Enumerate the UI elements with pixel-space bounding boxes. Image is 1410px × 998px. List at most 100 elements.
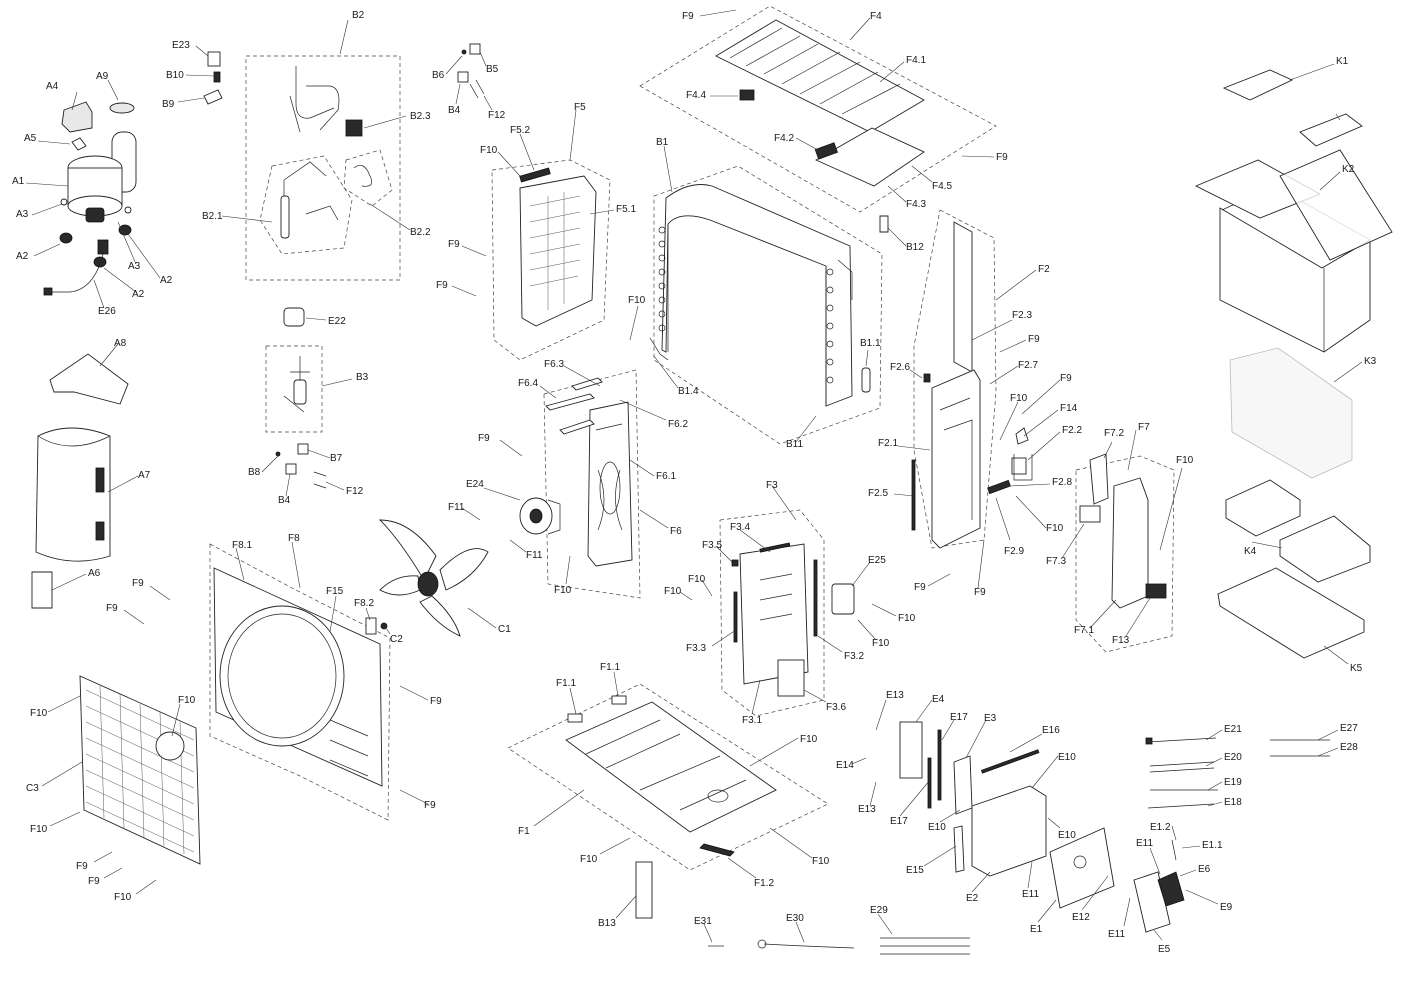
label-f1-1: F1.1 bbox=[556, 678, 576, 689]
label-e24: E24 bbox=[466, 479, 484, 490]
label-f9: F9 bbox=[106, 603, 118, 614]
label-e28: E28 bbox=[1340, 742, 1358, 753]
label-f10: F10 bbox=[1176, 455, 1194, 466]
label-f10: F10 bbox=[480, 145, 498, 156]
label-f10: F10 bbox=[898, 613, 916, 624]
k2-carton bbox=[1219, 207, 1371, 353]
label-c2: C2 bbox=[390, 634, 403, 645]
f4-top-panel bbox=[715, 19, 925, 133]
label-f10: F10 bbox=[30, 824, 48, 835]
label-a3: A3 bbox=[128, 261, 141, 272]
f5-filter-grid bbox=[529, 192, 581, 310]
label-b3: B3 bbox=[356, 372, 369, 383]
f6-partition bbox=[587, 401, 633, 567]
label-b6: B6 bbox=[432, 70, 445, 81]
label-e30: E30 bbox=[786, 913, 804, 924]
label-k4: K4 bbox=[1244, 546, 1257, 557]
label-e16: E16 bbox=[1042, 725, 1060, 736]
label-f9: F9 bbox=[996, 152, 1008, 163]
label-f2-1: F2.1 bbox=[878, 438, 898, 449]
label-k5: K5 bbox=[1350, 663, 1363, 674]
label-f2-9: F2.9 bbox=[1004, 546, 1024, 557]
label-a7: A7 bbox=[138, 470, 151, 481]
label-f2: F2 bbox=[1038, 264, 1050, 275]
label-f3-6: F3.6 bbox=[826, 702, 846, 713]
label-e20: E20 bbox=[1224, 752, 1242, 763]
label-f6-2: F6.2 bbox=[668, 419, 688, 430]
label-f7-3: F7.3 bbox=[1046, 556, 1066, 567]
label-f5-1: F5.1 bbox=[616, 204, 636, 215]
label-b2-2: B2.2 bbox=[410, 227, 431, 238]
label-f9: F9 bbox=[88, 876, 100, 887]
fan-motor-e24 bbox=[519, 497, 561, 535]
label-e29: E29 bbox=[870, 905, 888, 916]
label-f13: F13 bbox=[1112, 635, 1130, 646]
label-b12: B12 bbox=[906, 242, 924, 253]
label-f4-1: F4.1 bbox=[906, 55, 926, 66]
label-f3-3: F3.3 bbox=[686, 643, 706, 654]
label-f8-2: F8.2 bbox=[354, 598, 374, 609]
label-e4: E4 bbox=[932, 694, 945, 705]
label-f4: F4 bbox=[870, 11, 882, 22]
label-a3: A3 bbox=[16, 209, 29, 220]
label-f12: F12 bbox=[346, 486, 364, 497]
fan-grille-c3 bbox=[79, 675, 201, 865]
f2-side-panel bbox=[931, 369, 981, 549]
label-f3-2: F3.2 bbox=[844, 651, 864, 662]
label-a9: A9 bbox=[96, 71, 109, 82]
label-e1: E1 bbox=[1030, 924, 1043, 935]
label-b1-1: B1.1 bbox=[860, 338, 881, 349]
label-f14: F14 bbox=[1060, 403, 1078, 414]
label-f5-2: F5.2 bbox=[510, 125, 530, 136]
label-f8: F8 bbox=[288, 533, 300, 544]
label-e10: E10 bbox=[1058, 830, 1076, 841]
label-f4-5: F4.5 bbox=[932, 181, 952, 192]
label-f10: F10 bbox=[812, 856, 830, 867]
label-e21: E21 bbox=[1224, 724, 1242, 735]
label-e23: E23 bbox=[172, 40, 190, 51]
label-b10: B10 bbox=[166, 70, 184, 81]
label-f4-4: F4.4 bbox=[686, 90, 706, 101]
label-f10: F10 bbox=[178, 695, 196, 706]
label-f10: F10 bbox=[800, 734, 818, 745]
label-e27: E27 bbox=[1340, 723, 1358, 734]
label-b4: B4 bbox=[278, 495, 291, 506]
label-f1-2: F1.2 bbox=[754, 878, 774, 889]
label-e1-2: E1.2 bbox=[1150, 822, 1171, 833]
label-f2-3: F2.3 bbox=[1012, 310, 1032, 321]
label-e11: E11 bbox=[1022, 889, 1039, 900]
label-f4-2: F4.2 bbox=[774, 133, 794, 144]
a8-cover bbox=[49, 353, 129, 405]
label-a1: A1 bbox=[12, 176, 25, 187]
label-a2: A2 bbox=[132, 289, 145, 300]
label-e17: E17 bbox=[950, 712, 968, 723]
label-a2: A2 bbox=[160, 275, 173, 286]
label-e13: E13 bbox=[886, 690, 904, 701]
callout-labels: A4 A9 A5 A1 A3 A2 A3 A2 A2 E26 A8 A7 A6 … bbox=[12, 9, 1377, 955]
label-a5: A5 bbox=[24, 133, 37, 144]
label-f11: F11 bbox=[526, 550, 543, 561]
label-f6-1: F6.1 bbox=[656, 471, 676, 482]
label-f10: F10 bbox=[1010, 393, 1028, 404]
a6-pad bbox=[31, 571, 53, 609]
f1-base-pan bbox=[565, 701, 777, 833]
label-a2: A2 bbox=[16, 251, 29, 262]
f7-cover bbox=[1111, 477, 1149, 609]
label-f9: F9 bbox=[430, 696, 442, 707]
label-e15: E15 bbox=[906, 865, 924, 876]
label-f10: F10 bbox=[664, 586, 682, 597]
label-e3: E3 bbox=[984, 713, 997, 724]
label-e26: E26 bbox=[98, 306, 116, 317]
label-f6-3: F6.3 bbox=[544, 359, 564, 370]
label-e2: E2 bbox=[966, 893, 979, 904]
label-f10: F10 bbox=[554, 585, 572, 596]
label-f3-4: F3.4 bbox=[730, 522, 750, 533]
label-f10: F10 bbox=[114, 892, 132, 903]
label-f9: F9 bbox=[76, 861, 88, 872]
label-f2-7: F2.7 bbox=[1018, 360, 1038, 371]
label-f9: F9 bbox=[974, 587, 986, 598]
label-f9: F9 bbox=[436, 280, 448, 291]
label-k1: K1 bbox=[1336, 56, 1349, 67]
label-f9: F9 bbox=[478, 433, 490, 444]
